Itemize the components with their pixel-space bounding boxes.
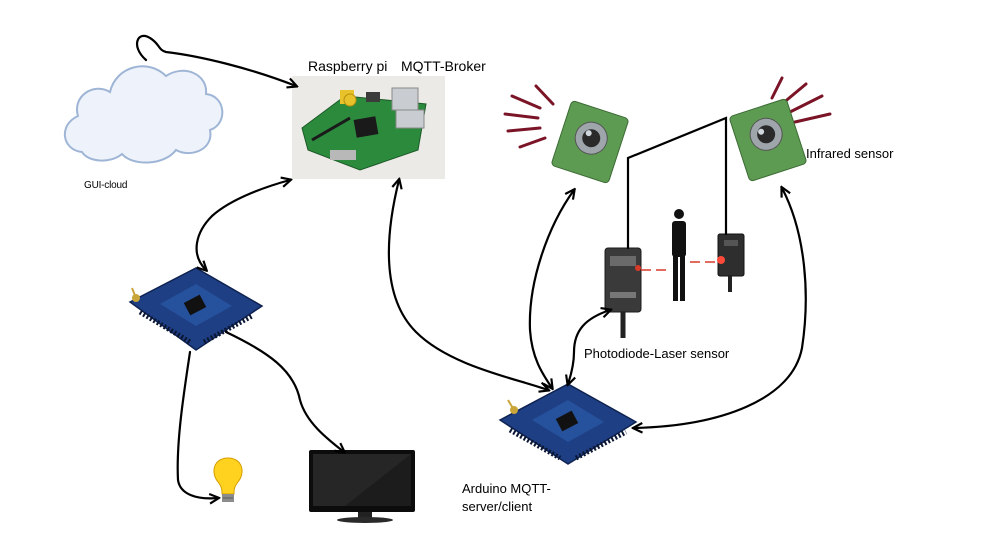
- infrared-sensor-label: Infrared sensor: [806, 146, 894, 161]
- link-arduino-bulb: [176, 350, 218, 498]
- wire-photodiode: [626, 116, 728, 250]
- arduino-board-icon: [128, 267, 264, 351]
- light-bulb-icon: [213, 457, 243, 502]
- raspberry-pi-label: Raspberry pi: [308, 58, 388, 74]
- link-pi-right-arduino: [387, 180, 548, 390]
- monitor-icon: [309, 450, 415, 523]
- person-icon: [672, 209, 686, 301]
- raspberry-pi-board-icon: [292, 76, 445, 179]
- link-photodiode-arduino: [568, 310, 610, 384]
- laser-sensor-icon: [717, 233, 745, 292]
- link-ir2-arduino: [634, 188, 807, 428]
- cloud-link: [135, 34, 296, 86]
- photodiode-sensor-icon: [604, 247, 642, 338]
- laser-beam: [641, 261, 718, 271]
- arduino-board-icon: [498, 383, 638, 465]
- photodiode-laser-sensor-label: Photodiode-Laser sensor: [584, 346, 730, 361]
- link-arduino-monitor: [224, 330, 344, 452]
- cloud-icon: [63, 65, 224, 164]
- connections: [135, 34, 807, 499]
- link-pi-left-arduino: [195, 180, 290, 270]
- gui-cloud-label: GUI-cloud: [84, 180, 128, 191]
- link-ir1-arduino: [528, 190, 574, 388]
- infrared-sensor-icon: [503, 84, 629, 184]
- arduino-label: Arduino MQTT-server/client: [462, 481, 551, 514]
- infrared-sensor-icon: [729, 76, 832, 182]
- mqtt-broker-label: MQTT-Broker: [401, 58, 486, 74]
